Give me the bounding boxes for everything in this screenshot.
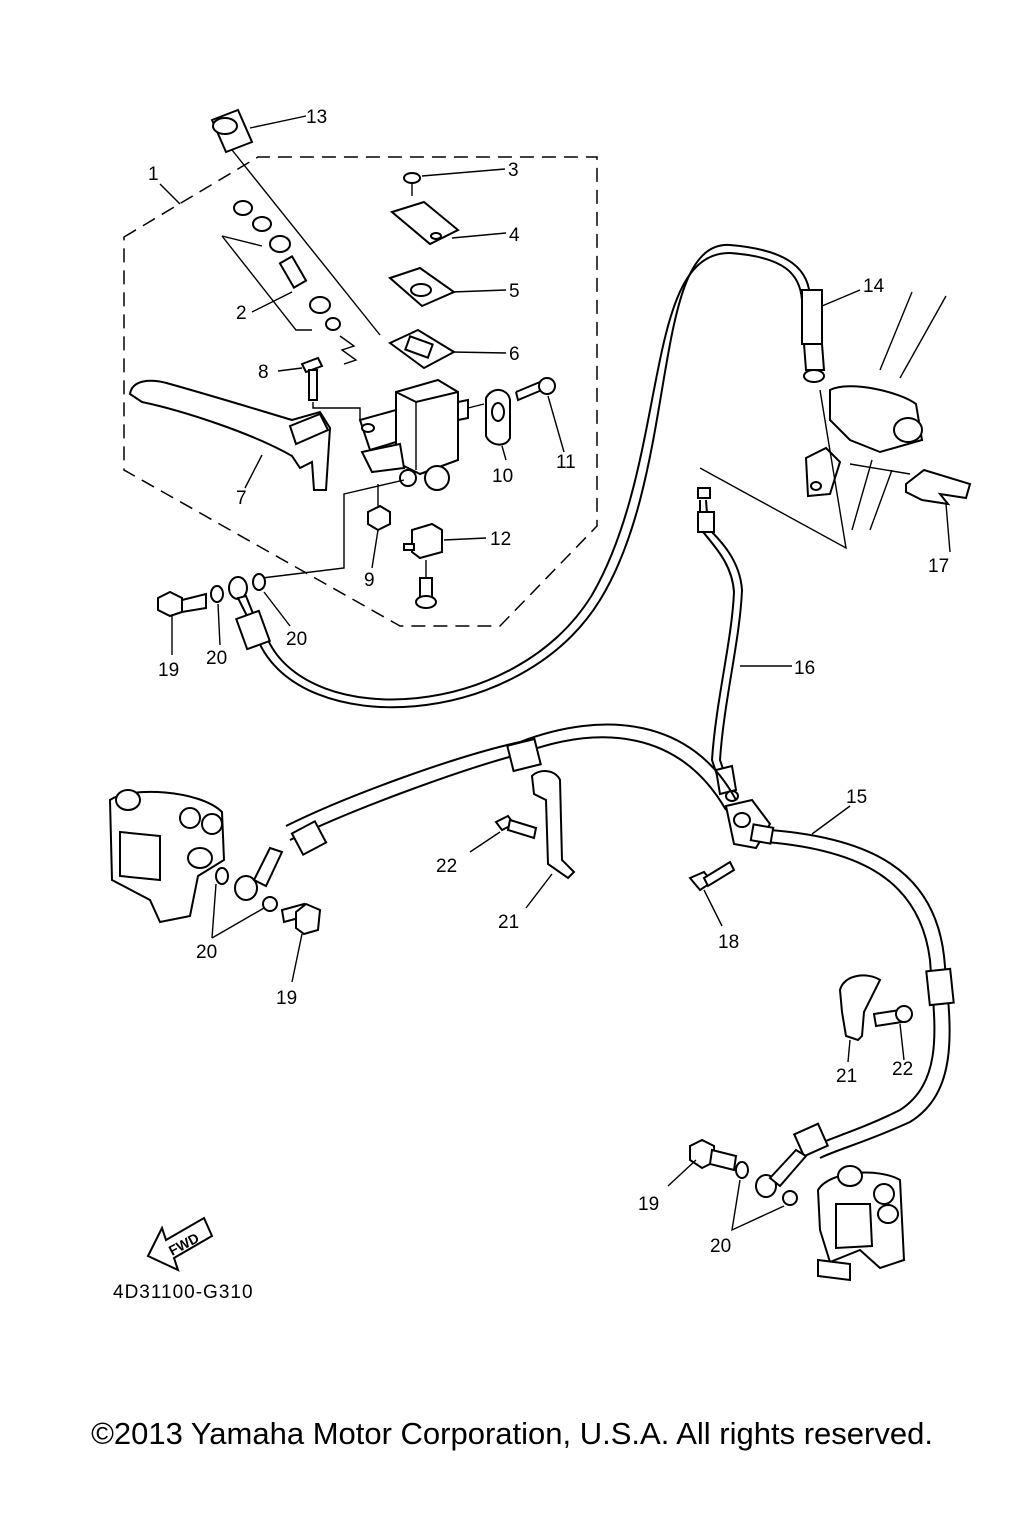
callout-22a: 22 <box>436 856 457 877</box>
part-16-brake-pipe <box>705 499 744 791</box>
callout-20b: 20 <box>206 648 227 669</box>
callout-13: 13 <box>306 107 327 128</box>
callout-14: 14 <box>863 276 885 297</box>
part-5-diaphragm-plate <box>388 266 457 308</box>
part-2-piston-kit <box>233 200 358 365</box>
callout-19c: 19 <box>638 1194 659 1215</box>
callout-16: 16 <box>794 658 815 679</box>
part-20-upper-washer-b <box>252 573 266 591</box>
callout-12: 12 <box>490 529 511 550</box>
hose-upper-loop <box>257 243 811 709</box>
part-20-right-washer-b <box>782 1190 798 1206</box>
part-11-clamp-bolt <box>515 377 556 402</box>
junction-block <box>724 798 775 850</box>
part-17-clip <box>905 468 972 506</box>
part-20-left-washer-a <box>215 867 229 885</box>
diagram-code: 4D31100-G310 <box>113 1282 254 1303</box>
left-caliper-hose-fitting <box>234 846 284 901</box>
part-7-lever <box>128 379 332 491</box>
part-4-cap <box>389 200 460 246</box>
callout-10: 10 <box>492 466 513 487</box>
part-6-diaphragm <box>388 328 457 370</box>
callout-17: 17 <box>928 556 949 577</box>
part-12-brake-switch <box>403 522 443 609</box>
callout-4: 4 <box>509 225 520 246</box>
part-19-right-banjo-bolt <box>689 1138 738 1172</box>
part-14-hose-end <box>801 289 826 383</box>
callout-2: 2 <box>236 303 247 324</box>
callout-3: 3 <box>508 160 519 181</box>
hose-upper-loop-inner <box>267 251 803 701</box>
part-20-upper-washer-a <box>210 585 224 603</box>
callout-20a: 20 <box>286 629 307 650</box>
left-front-caliper <box>108 789 226 924</box>
master-cylinder-body <box>358 378 469 491</box>
part-21-middle-bracket <box>530 770 576 880</box>
part-20-left-washer-b <box>262 896 278 912</box>
callout-19a: 19 <box>158 660 179 681</box>
part-9-nut <box>367 504 391 532</box>
part-22-middle-bolt <box>494 814 538 840</box>
part-10-clamp <box>485 389 511 446</box>
part-22-right-bolt <box>872 1005 913 1028</box>
part-15-right-hose <box>765 841 936 1147</box>
part-8-pivot-bolt <box>300 356 324 401</box>
fwd-arrow-icon <box>146 1216 214 1272</box>
callout-7: 7 <box>236 488 247 509</box>
callout-22b: 22 <box>892 1059 913 1080</box>
hose-couplers <box>290 737 955 1158</box>
callout-15: 15 <box>846 787 867 808</box>
callout-11: 11 <box>556 452 576 473</box>
part-20-right-washer-a <box>735 1161 749 1179</box>
part-19-upper-banjo-bolt <box>157 590 207 618</box>
part-21-right-bracket <box>838 974 882 1042</box>
callout-21a: 21 <box>498 912 519 933</box>
callout-8: 8 <box>258 362 269 383</box>
callout-1: 1 <box>148 164 159 185</box>
callout-20c: 20 <box>196 942 217 963</box>
right-caliper-hose-fitting <box>755 1148 808 1198</box>
callout-21b: 21 <box>836 1066 857 1087</box>
part-3-screw <box>403 172 421 196</box>
callout-5: 5 <box>509 281 520 302</box>
callout-9: 9 <box>364 570 375 591</box>
callout-20d: 20 <box>710 1236 731 1257</box>
callout-6: 6 <box>509 344 520 365</box>
callout-19b: 19 <box>276 988 297 1009</box>
assembly-boundary <box>123 156 598 627</box>
copyright-notice: ©2013 Yamaha Motor Corporation, U.S.A. A… <box>91 1416 933 1451</box>
part-19-left-banjo-bolt <box>280 902 322 936</box>
right-front-caliper <box>816 1165 906 1282</box>
upper-hose-fitting <box>228 576 272 651</box>
callout-18: 18 <box>718 932 739 953</box>
part-13-sleeve <box>210 108 254 154</box>
part-16-fittings <box>697 487 739 802</box>
part-18-bolt <box>688 860 736 892</box>
